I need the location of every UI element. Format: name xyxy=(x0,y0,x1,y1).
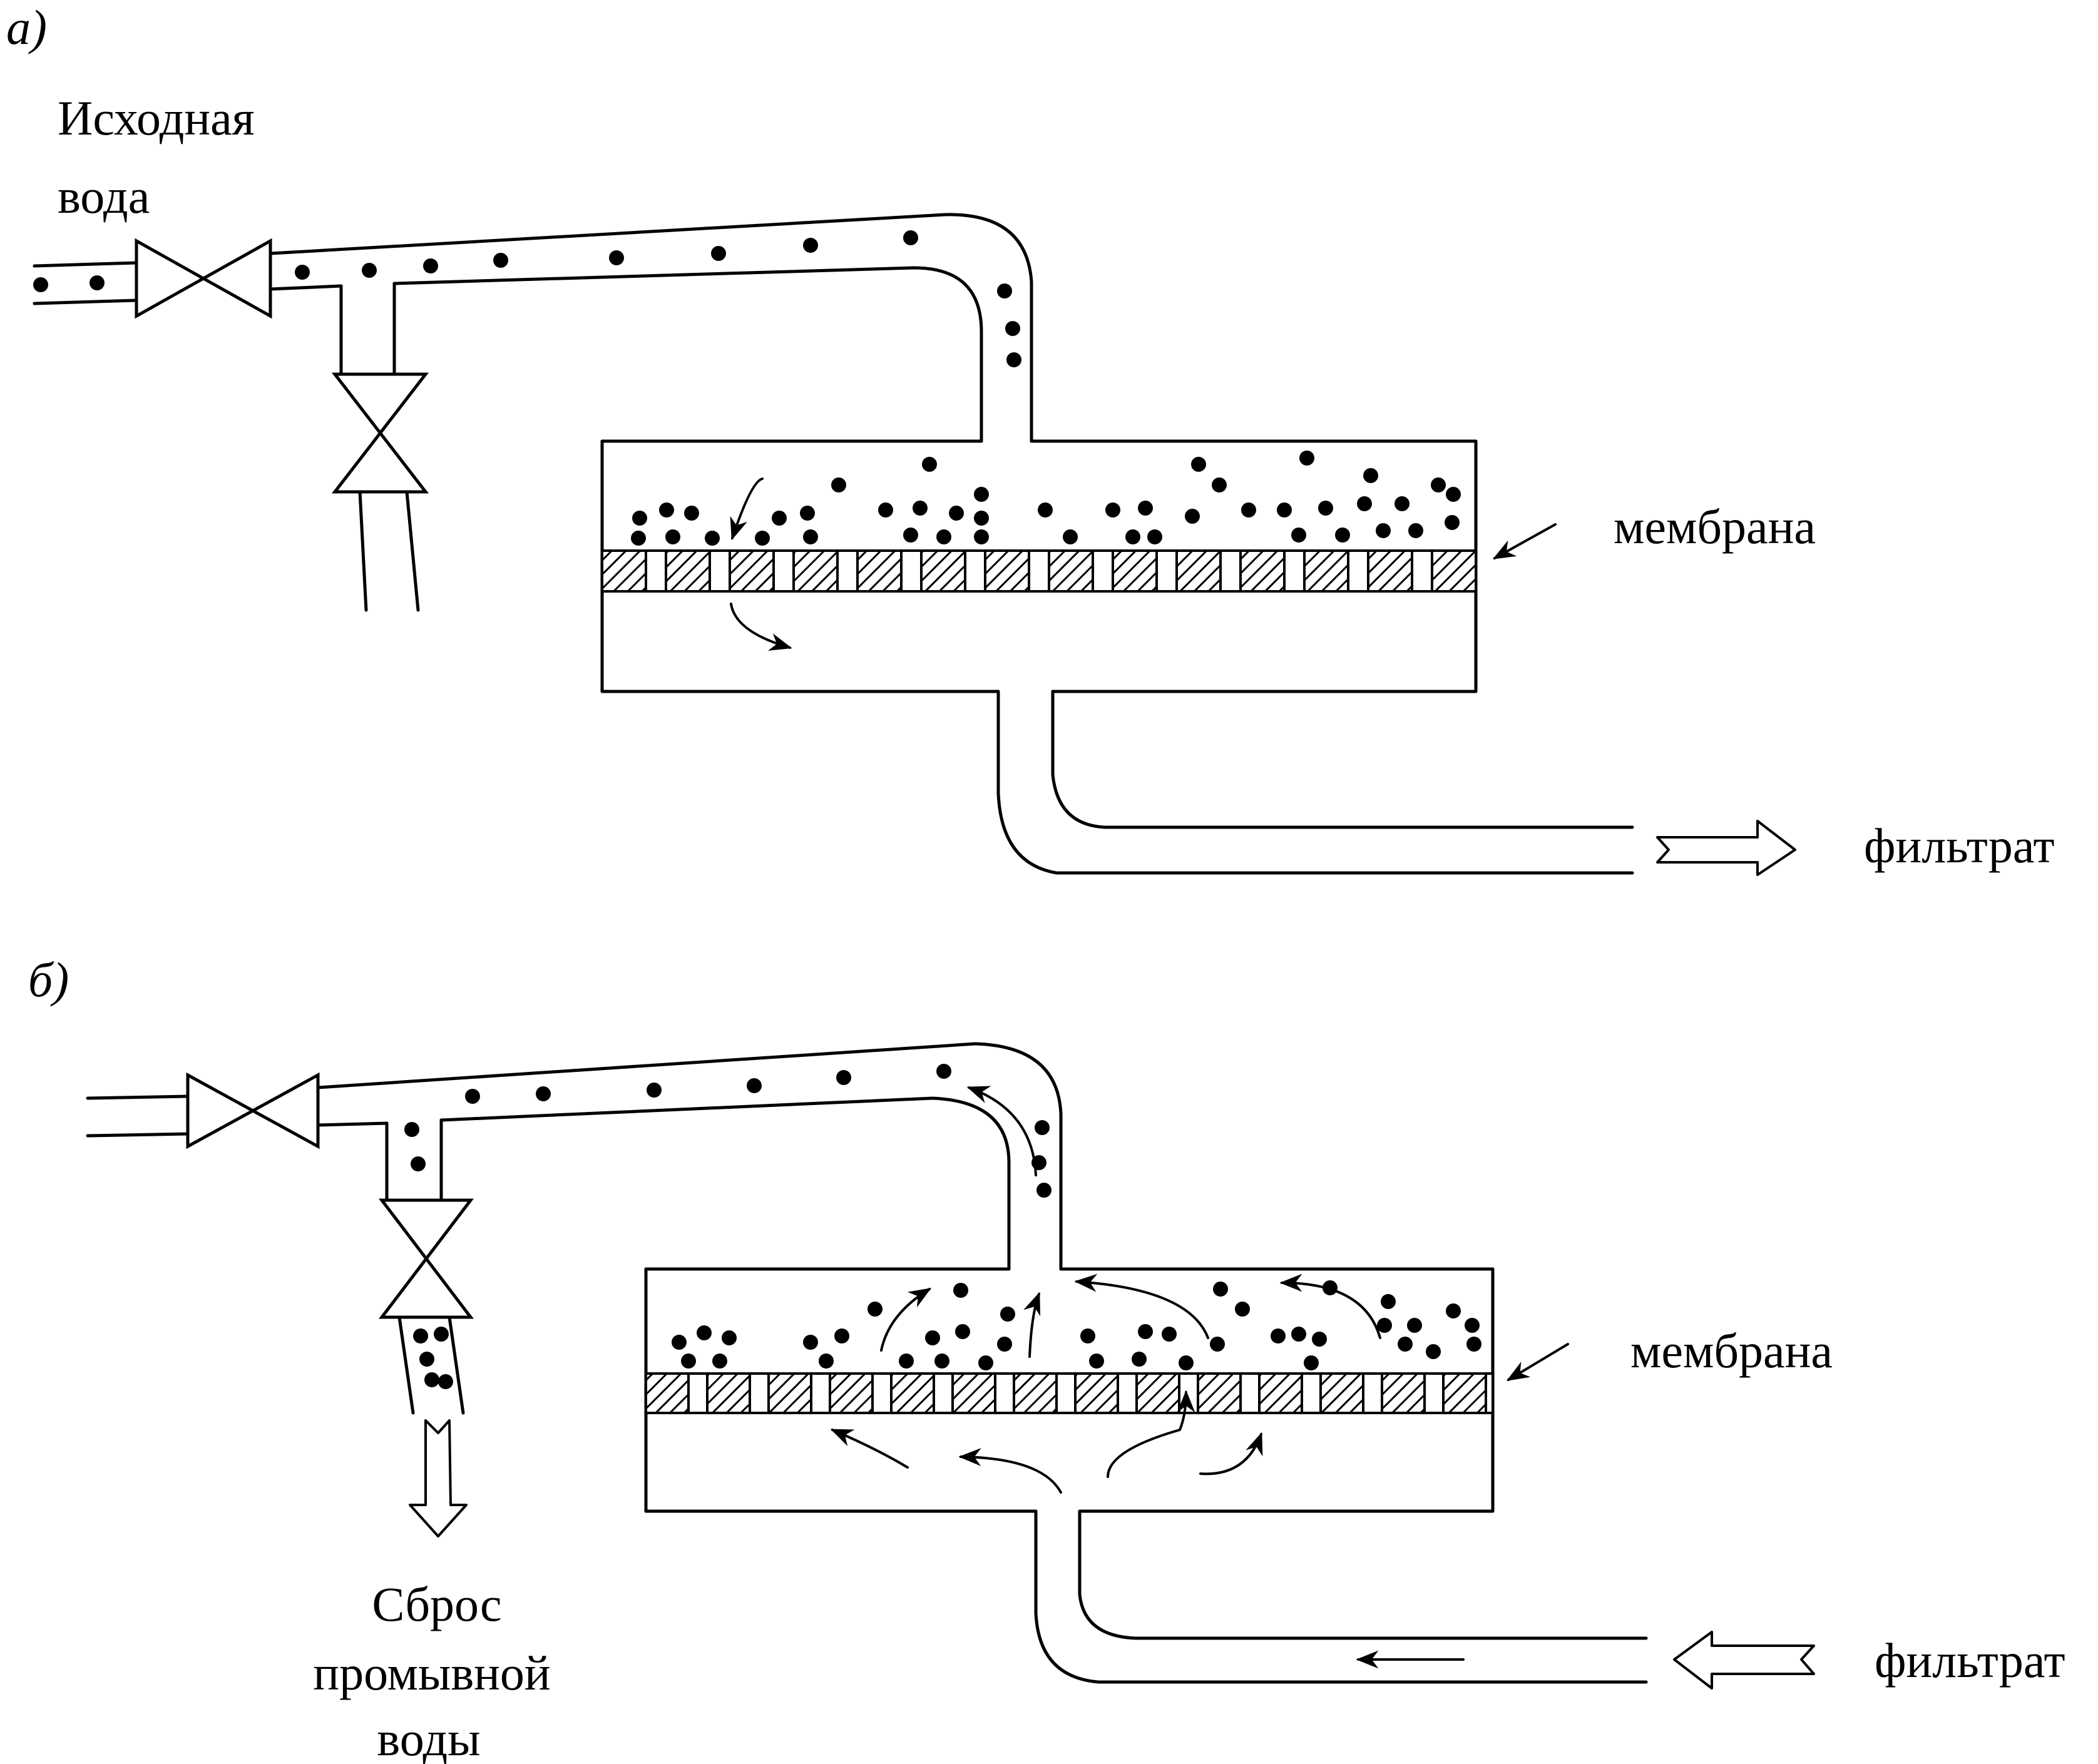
membrane-cell xyxy=(706,1372,751,1414)
membrane-cell xyxy=(1135,1372,1180,1414)
retained-particles xyxy=(631,451,1461,546)
membrane-cell xyxy=(1112,549,1158,593)
inlet-pipe-b xyxy=(86,1094,190,1138)
membrane-cell xyxy=(1048,549,1094,593)
inlet-pipe xyxy=(33,261,138,305)
membrane-cell xyxy=(920,549,966,593)
membrane-cell xyxy=(729,549,775,593)
discharge-label-line3: воды xyxy=(377,1711,480,1764)
membrane-cell xyxy=(767,1372,812,1414)
pipe-particles xyxy=(33,230,1021,367)
discharge-arrow xyxy=(409,1419,468,1537)
membrane-layer-b xyxy=(645,1372,1494,1414)
membrane-cell xyxy=(829,1372,874,1414)
membrane-cell xyxy=(1319,1372,1364,1414)
filtrate-out-arrow xyxy=(1656,820,1796,876)
drain-branch-pipe-b xyxy=(385,1118,465,1415)
membrane-layer xyxy=(601,549,1477,593)
membrane-cell xyxy=(1431,549,1477,593)
panel-a-label: а) xyxy=(6,0,47,54)
membrane-cell xyxy=(1074,1372,1119,1414)
membrane-cell xyxy=(792,549,839,593)
panel-a: а) Исходная вода xyxy=(6,0,2055,876)
membrane-cell xyxy=(984,549,1030,593)
flow-arrows-filtration xyxy=(730,477,1557,651)
membrane-cell xyxy=(856,549,903,593)
filtrate-label-b: фильтрат xyxy=(1875,1633,2065,1688)
filtrate-outlet-pipe xyxy=(996,690,1634,875)
membrane-cell xyxy=(951,1372,996,1414)
source-water-label-line2: вода xyxy=(58,169,150,223)
membrane-cell xyxy=(1197,1372,1242,1414)
retained-particles-b xyxy=(672,1280,1481,1370)
discharge-label-line2: промывной xyxy=(313,1646,550,1700)
membrane-cell xyxy=(1381,1372,1426,1414)
membrane-cell xyxy=(601,549,647,593)
membrane-cell xyxy=(890,1372,935,1414)
membrane-cell xyxy=(1303,549,1349,593)
drain-valve xyxy=(331,372,429,494)
supply-pipe xyxy=(269,213,1033,443)
inlet-valve-b xyxy=(186,1072,320,1150)
flow-arrows-backwash xyxy=(830,1086,1569,1494)
membrane-cell xyxy=(1239,549,1286,593)
membrane-cell xyxy=(665,549,711,593)
filtrate-label-a: фильтрат xyxy=(1864,818,2055,873)
drain-branch-pipe xyxy=(339,282,420,612)
filtrate-inlet-pipe xyxy=(1034,1509,1648,1684)
filtrate-in-arrow xyxy=(1673,1631,1815,1690)
panel-b: б) xyxy=(28,952,2065,1764)
membrane-label-a: мембрана xyxy=(1614,499,1816,554)
membrane-cell xyxy=(1013,1372,1058,1414)
membrane-label-b: мембрана xyxy=(1630,1323,1833,1378)
source-water-label-line1: Исходная xyxy=(58,91,255,145)
panel-b-label: б) xyxy=(28,952,69,1007)
membrane-cell xyxy=(1175,549,1222,593)
drain-valve-b xyxy=(378,1198,474,1319)
membrane-cell xyxy=(1258,1372,1303,1414)
membrane-cell xyxy=(1442,1372,1487,1414)
inlet-valve xyxy=(135,238,272,319)
discharge-label-line1: Сброс xyxy=(372,1577,501,1631)
membrane-cell xyxy=(1367,549,1413,593)
membrane-cell xyxy=(645,1372,690,1414)
supply-pipe-b xyxy=(316,1042,1063,1271)
